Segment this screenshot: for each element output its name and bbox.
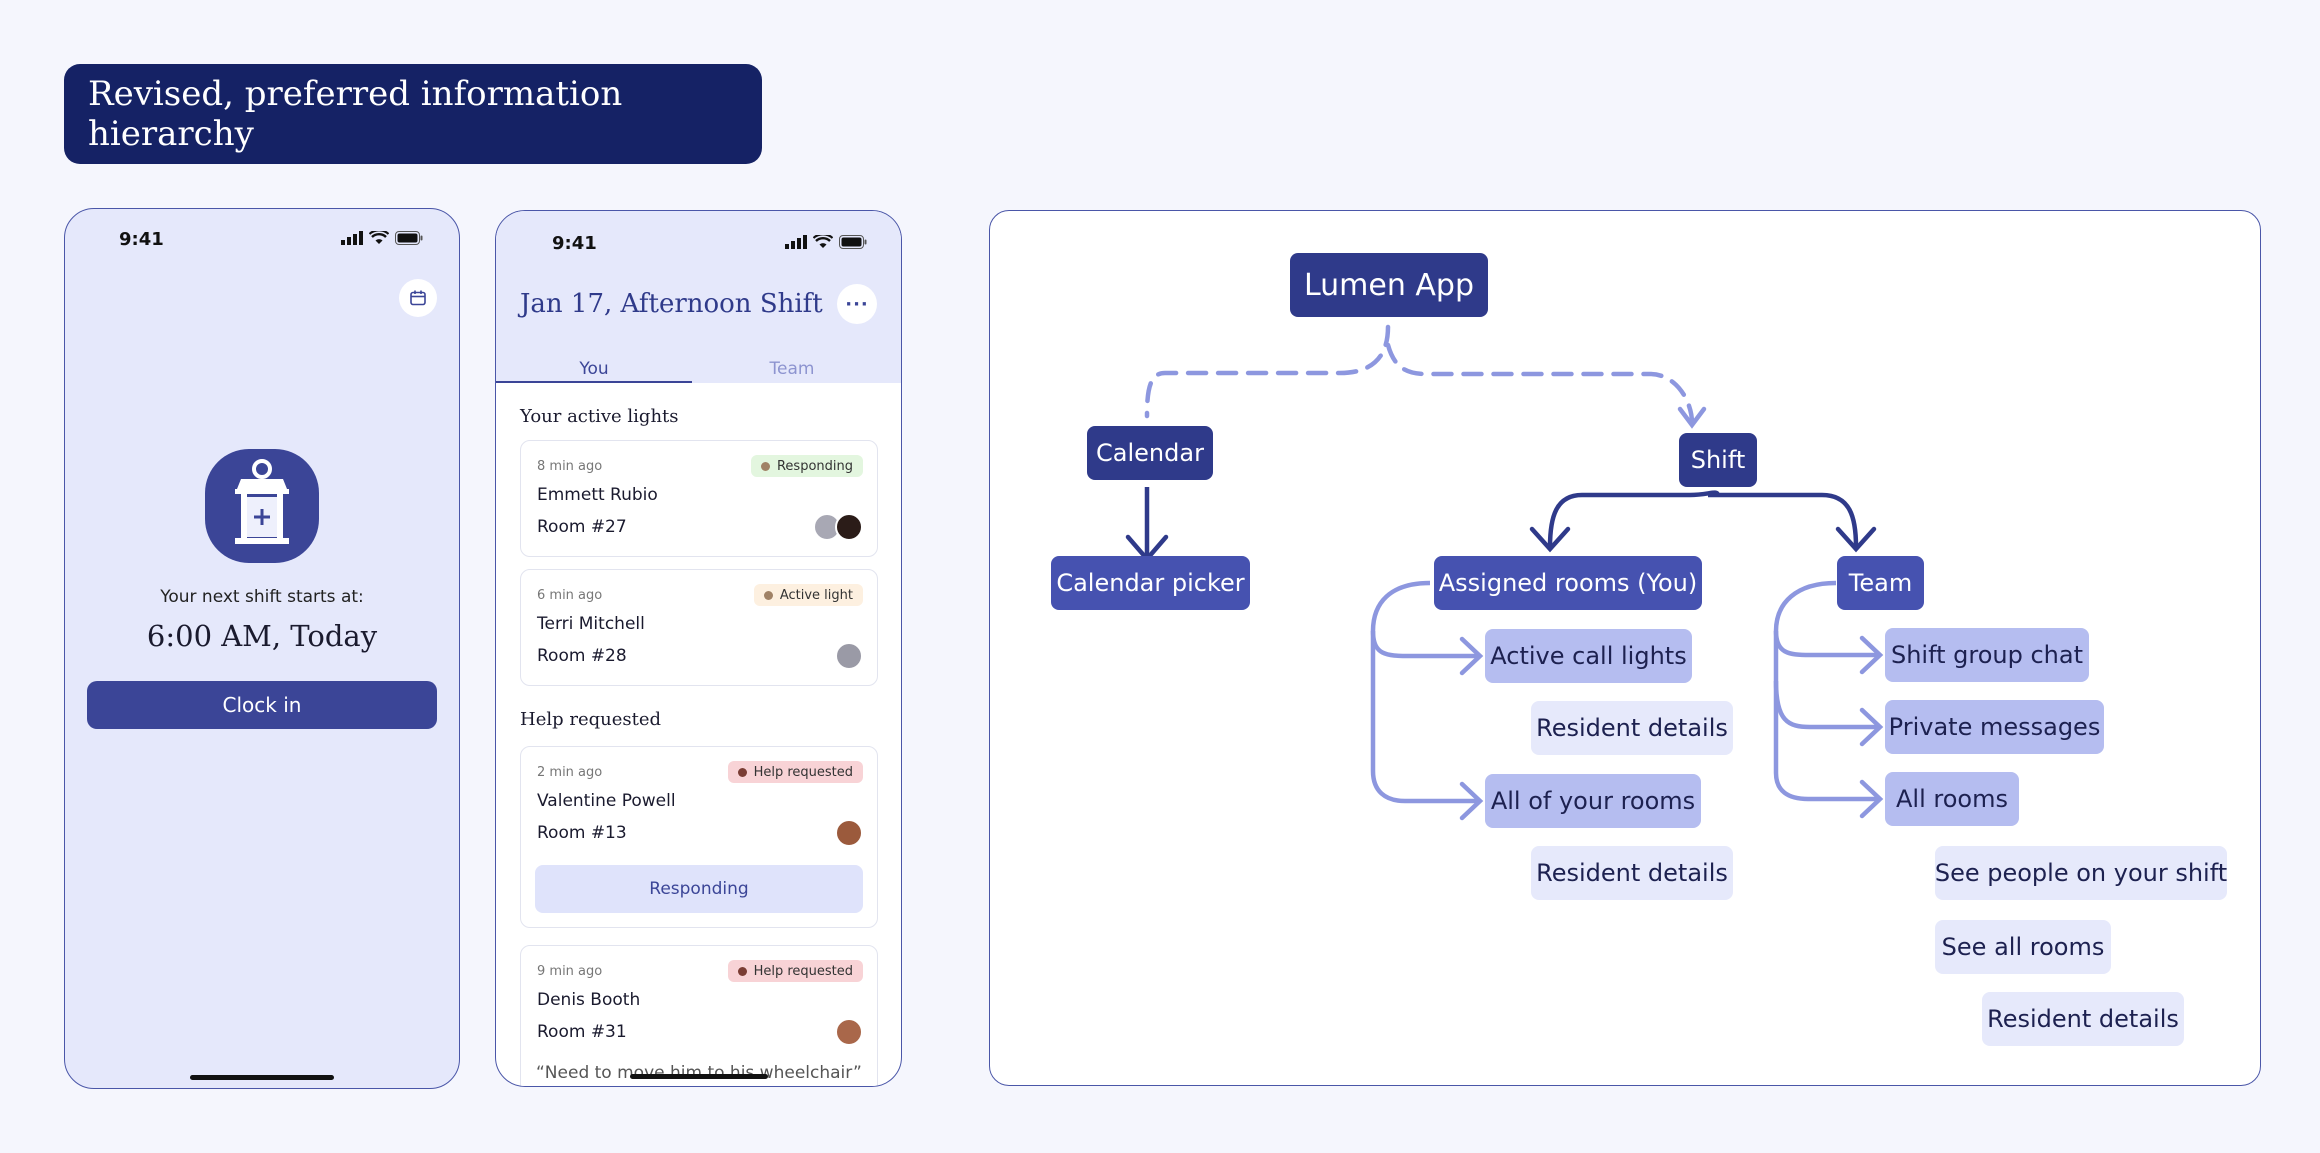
status-badge: Help requested [727,761,863,783]
status-badge: Responding [750,455,863,477]
node-shift-group-chat: Shift group chat [1885,628,2089,682]
more-icon[interactable]: ··· [837,284,877,324]
status-bar: 9:41 [496,233,901,261]
call-card[interactable]: 8 min ago Responding Emmett Rubio Room #… [520,440,878,557]
patient-name: Valentine Powell [537,791,676,811]
call-card[interactable]: 9 min ago Help requested Denis Booth Roo… [520,945,878,1086]
room-number: Room #13 [537,823,627,843]
battery-icon [839,235,867,249]
phone-shift-screen: 9:41 Jan 17, Afternoon Shift ··· You Tea… [495,210,902,1087]
clock-in-button[interactable]: Clock in [87,681,437,729]
patient-name: Emmett Rubio [537,485,658,505]
page-title: Revised, preferred information hierarchy [64,64,762,164]
node-active-call-lights: Active call lights [1485,629,1692,683]
status-bar: 9:41 [65,229,459,257]
shift-header [496,211,901,383]
request-note: “Need to move him to his wheelchair” [536,1063,862,1083]
room-number: Room #28 [537,646,627,666]
avatar [835,819,863,847]
call-card[interactable]: 2 min ago Help requested Valentine Powel… [520,746,878,928]
phone-clock-in-screen: 9:41 Your next shift starts at: 6:00 AM,… [64,208,460,1089]
node-assigned-rooms: Assigned rooms (You) [1434,556,1702,610]
node-all-rooms: All rooms [1885,772,2019,826]
status-time: 9:41 [552,233,597,254]
node-see-all-rooms: See all rooms [1935,920,2111,974]
node-resident-details: Resident details [1531,846,1733,900]
avatar [835,1018,863,1046]
wifi-icon [813,235,833,248]
shift-title: Jan 17, Afternoon Shift [520,289,823,319]
card-time-ago: 8 min ago [537,459,603,474]
card-time-ago: 2 min ago [537,765,603,780]
avatar [835,513,863,541]
node-resident-details: Resident details [1982,992,2184,1046]
node-private-messages: Private messages [1885,700,2104,754]
signal-icon [341,231,363,245]
home-indicator [629,1074,768,1079]
call-card[interactable]: 6 min ago Active light Terri Mitchell Ro… [520,569,878,686]
section-active-lights: Your active lights [520,406,679,427]
calendar-icon [410,290,426,306]
active-tab-indicator [496,381,692,383]
node-team: Team [1837,556,1924,610]
patient-name: Denis Booth [537,990,641,1010]
node-calendar-picker: Calendar picker [1051,556,1250,610]
node-shift: Shift [1679,433,1757,487]
room-number: Room #27 [537,517,627,537]
patient-name: Terri Mitchell [537,614,645,634]
node-lumen-app: Lumen App [1290,253,1488,317]
calendar-button[interactable] [399,279,437,317]
hierarchy-diagram: Lumen App Calendar Calendar picker Shift… [989,210,2261,1086]
section-help-requested: Help requested [520,709,662,730]
tab-team[interactable]: Team [769,359,815,379]
status-badge: Help requested [727,960,863,982]
home-indicator [190,1075,334,1080]
status-badge: Active light [753,584,863,606]
node-see-people: See people on your shift [1935,846,2227,900]
next-shift-time: 6:00 AM, Today [146,619,378,653]
signal-icon [785,235,807,249]
status-time: 9:41 [119,229,164,250]
tab-you[interactable]: You [579,359,609,379]
wifi-icon [369,231,389,244]
room-number: Room #31 [537,1022,627,1042]
next-shift-label: Your next shift starts at: [160,587,364,607]
responding-button[interactable]: Responding [535,865,863,913]
avatar [835,642,863,670]
node-all-of-your-rooms: All of your rooms [1485,774,1701,828]
battery-icon [395,231,423,245]
lantern-icon [205,449,319,563]
card-time-ago: 9 min ago [537,964,603,979]
node-calendar: Calendar [1087,426,1213,480]
card-time-ago: 6 min ago [537,588,603,603]
node-resident-details: Resident details [1531,701,1733,755]
